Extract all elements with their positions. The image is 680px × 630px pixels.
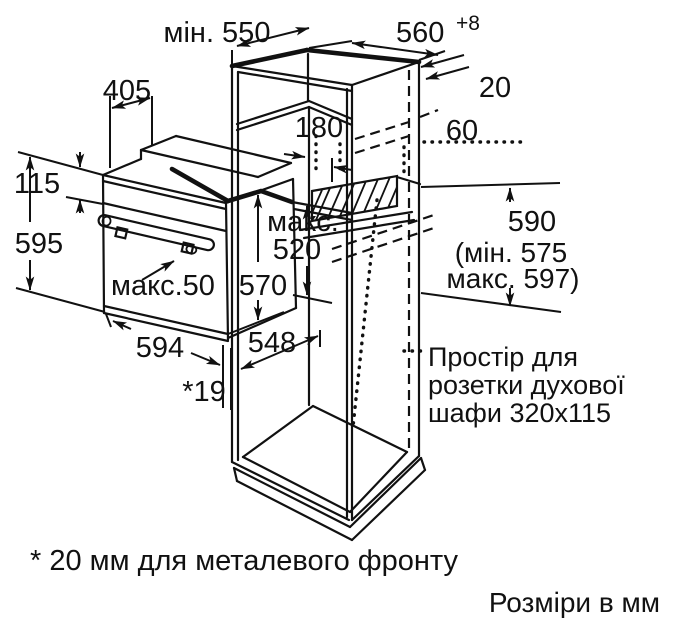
footnote-text: * 20 мм для металевого фронту: [30, 545, 459, 577]
dimension-lines: [15, 27, 562, 410]
dim-niche-height-label: 590: [508, 206, 556, 238]
dim-rear-gap-label: 60: [446, 115, 478, 147]
dim-niche-width-label: 560: [396, 17, 444, 49]
socket-note-line-1: Простір для: [428, 342, 578, 372]
socket-note-line-3: шафи 320x115: [428, 398, 611, 428]
shelf: [235, 99, 311, 126]
dim-wall-thickness-label: 20: [479, 72, 511, 104]
dim-socket-offset-label-2: 520: [273, 234, 321, 266]
control-panel: [101, 201, 228, 233]
cabinet-top-left-edge: [229, 47, 310, 69]
cabinet-floor: [241, 404, 315, 459]
dim-oven-height-label: 595: [15, 228, 63, 260]
cabinet-top-back-edge: [304, 47, 422, 65]
cabinet-drawing: [229, 47, 525, 542]
annotation-texts: Простір для розетки духової шафи 320x115…: [30, 342, 660, 618]
dim-front-gap-label: *19: [182, 376, 226, 408]
oven-back-edge: [169, 166, 295, 205]
dim-shelf-vent-label: 180: [295, 112, 343, 144]
dim-body-height-label: 570: [239, 270, 287, 302]
dim-top-depth-label: 405: [103, 75, 151, 107]
dim-socket-offset-label-1: макс.: [267, 206, 339, 238]
dim-side-clearance-label: макс.50: [111, 270, 215, 302]
dim-panel-height-label: 115: [14, 168, 60, 200]
dim-niche-height-min-label: (мін. 575: [455, 237, 568, 268]
oven-front: [101, 173, 228, 205]
oven-handle: [97, 213, 215, 255]
dim-front-width-label: 594: [136, 332, 184, 364]
socket-space-hatch: [298, 174, 422, 240]
dim-niche-width-tolerance: +8: [456, 12, 480, 35]
dim-niche-depth-label: мін. 550: [164, 17, 271, 49]
units-note: Розміри в мм: [489, 587, 660, 618]
plinth: [232, 466, 352, 529]
dim-body-depth-label: 548: [248, 327, 296, 359]
oven-drawing: [97, 134, 298, 343]
socket-note-line-2: розетки духової: [428, 370, 625, 400]
dimension-labels: мін. 550 560 +8 20 405 180 60 115 595 ма…: [14, 12, 580, 408]
dim-niche-height-max-label: макс. 597): [447, 263, 580, 294]
